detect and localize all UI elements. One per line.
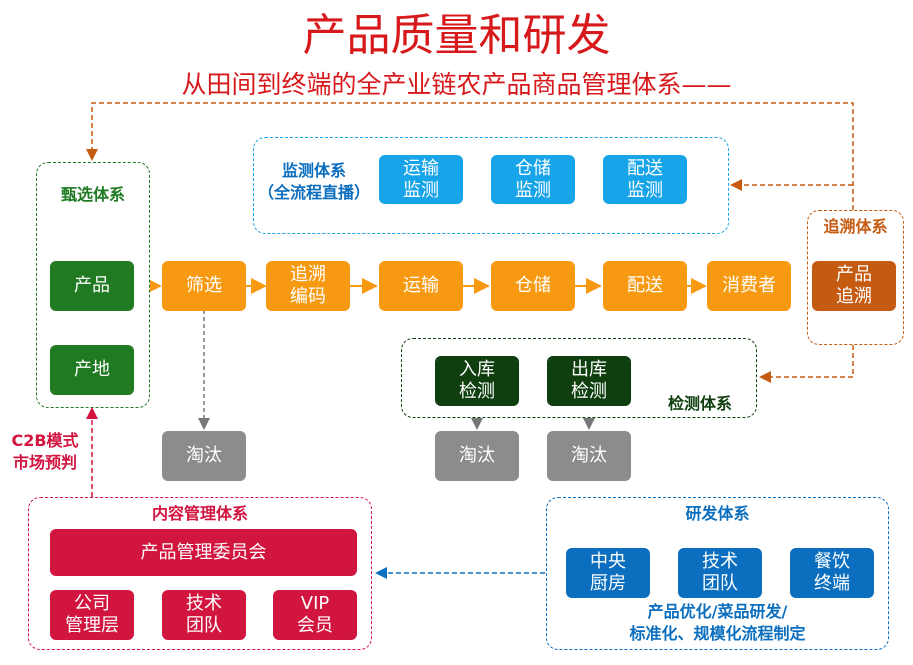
rnd-label: 研发体系 [685, 504, 750, 523]
product-trace-box: 产品 追溯 [812, 261, 896, 311]
flow-consumer-box: 消费者 [707, 261, 791, 311]
flow-storage-box: 仓储 [491, 261, 575, 311]
monitoring-label: 监测体系 （全流程直播） [257, 161, 370, 202]
inbound-inspection-box: 入库 检测 [435, 356, 519, 406]
committee-box: 产品管理委员会 [50, 529, 357, 576]
outbound-inspection-box: 出库 检测 [547, 356, 631, 406]
management-box: 公司 管理层 [50, 590, 134, 640]
eliminate-box: 淘汰 [162, 431, 246, 481]
catering-terminal-box: 餐饮 终端 [790, 548, 874, 598]
flow-delivery-box: 配送 [603, 261, 687, 311]
selection-label: 甄选体系 [60, 185, 125, 204]
rnd-caption: 产品优化/菜品研发/ 标准化、规模化流程制定 [629, 602, 806, 643]
monitor-storage-box: 仓储 监测 [491, 155, 575, 204]
c2b-label: C2B模式 市场预判 [11, 431, 79, 472]
eliminate-box: 淘汰 [547, 431, 631, 481]
flow-screening-box: 筛选 [162, 261, 246, 311]
eliminate-box: 淘汰 [435, 431, 519, 481]
product-box: 产品 [50, 261, 134, 311]
vip-member-box: VIP 会员 [273, 590, 357, 640]
tech-team-box: 技术 团队 [162, 590, 246, 640]
page-title: 产品质量和研发 [302, 10, 611, 61]
trace-inspect-arrow [759, 345, 854, 383]
origin-box: 产地 [50, 345, 134, 395]
flow-trace-code-box: 追溯 编码 [266, 261, 350, 311]
flow-transport-box: 运输 [379, 261, 463, 311]
traceability-label: 追溯体系 [823, 217, 888, 236]
central-kitchen-box: 中央 厨房 [566, 548, 650, 598]
monitor-delivery-box: 配送 监测 [603, 155, 687, 204]
inspection-label: 检测体系 [667, 394, 732, 413]
page-subtitle: 从田间到终端的全产业链农产品商品管理体系—— [181, 70, 732, 99]
content-label: 内容管理体系 [151, 504, 248, 523]
rnd-tech-team-box: 技术 团队 [678, 548, 762, 598]
monitor-transport-box: 运输 监测 [379, 155, 463, 204]
